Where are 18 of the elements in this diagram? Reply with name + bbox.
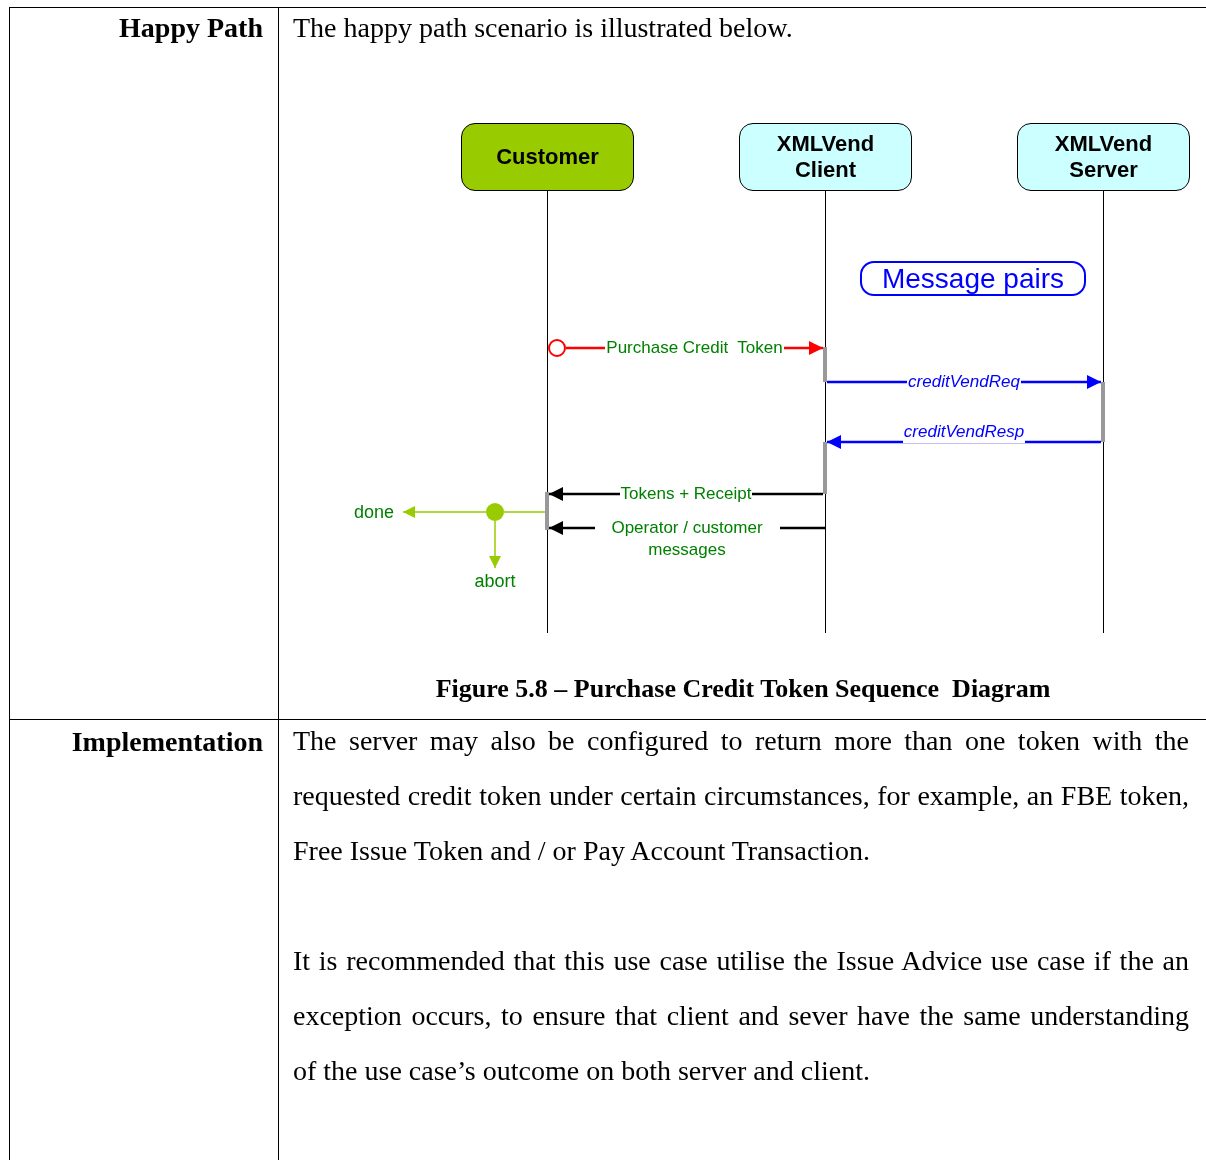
message-arrow: [402, 506, 487, 518]
message-arrow: [489, 520, 501, 569]
row-heading: Happy Path: [119, 11, 263, 45]
lifeline-head: XMLVend Server: [1017, 123, 1190, 191]
activation-bar: [545, 492, 549, 530]
figure-caption: Figure 5.8 – Purchase Credit Token Sequence Diagram: [434, 673, 1052, 705]
lifeline-head: XMLVend Client: [739, 123, 912, 191]
paragraph: It is recommended that this use case utilise the Issue Advice use case if the an exception occurs, to ensure that client and sever have the same understanding of the use case’s outcome on both server and client.: [293, 944, 1189, 1088]
activation-bar: [823, 442, 827, 494]
activation-bar: [1101, 382, 1105, 442]
lifeline-head: Customer: [461, 123, 634, 191]
paragraph: The server may also be configured to return more than one token with the requested credit token under certain circumstances, for example, an FBE token, Free Issue Token and / or Pay Account Transaction.: [293, 724, 1189, 868]
row-heading: Implementation: [71, 725, 263, 759]
note-box: Message pairs: [860, 261, 1086, 296]
activation-bar: [823, 347, 827, 382]
intro-text: The happy path scenario is illustrated below.: [293, 11, 793, 45]
outcome-label: abort: [466, 568, 524, 594]
outcome-label: done: [345, 498, 403, 526]
